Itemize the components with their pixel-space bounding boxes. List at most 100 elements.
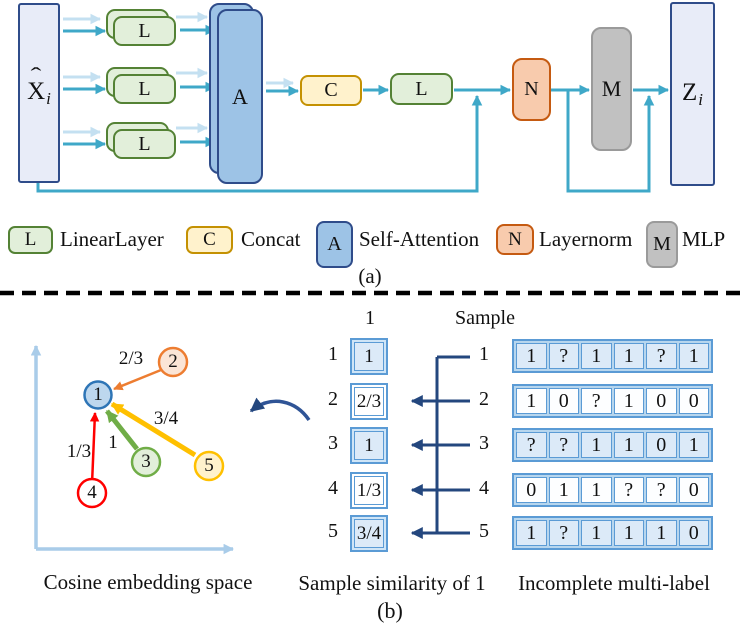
linear-block-1: L — [113, 16, 176, 46]
concat-block: C — [300, 75, 362, 106]
similarity-value: 3/4 — [354, 519, 384, 548]
sample-label-5: 5 — [479, 520, 489, 542]
layernorm-label: N — [524, 78, 539, 100]
node-4-label: 4 — [87, 482, 97, 503]
legend-concat-label: Concat — [241, 227, 301, 251]
layernorm-block: N — [512, 58, 551, 121]
matrix-cell: 1 — [646, 520, 677, 546]
linear-label: L — [138, 19, 151, 42]
matrix-cell: 1 — [516, 520, 547, 546]
matrix-cell: 1 — [613, 432, 644, 458]
similarity-box-4: 1/3 — [350, 472, 388, 509]
matrix-row-1: 1 ? 1 1 ? 1 — [512, 339, 713, 373]
matrix-cell: 1 — [581, 343, 612, 369]
node-2-label: 2 — [168, 351, 178, 372]
matrix-cell: 0 — [678, 477, 709, 503]
matrix-cell: 1 — [516, 343, 547, 369]
legend-concat-symbol: C — [203, 229, 216, 250]
output-label: Zi — [682, 79, 703, 110]
linear-block-3: L — [113, 129, 176, 159]
similarity-value: 1 — [354, 431, 384, 460]
similarity-box-2: 2/3 — [350, 383, 388, 420]
matrix-cell: ? — [548, 432, 579, 458]
similarity-value: 1/3 — [354, 476, 384, 505]
legend-layernorm-box: N — [496, 224, 534, 255]
sim-row-label: 2 — [328, 388, 338, 410]
matrix-cell: 1 — [581, 432, 612, 458]
matrix-cell: 0 — [678, 388, 709, 414]
linear-label: L — [138, 132, 151, 155]
curved-arrow — [249, 397, 311, 422]
linear-block-2: L — [113, 74, 176, 104]
sample-label-1: 1 — [479, 343, 489, 365]
similarity-value: 2/3 — [354, 387, 384, 416]
linear-block-4: L — [390, 73, 453, 105]
linear-label: L — [415, 77, 428, 100]
node-4-circle — [76, 477, 108, 509]
legend-mlp-box: M — [646, 221, 678, 268]
matrix-caption: Incomplete multi-label — [518, 571, 710, 595]
sample-header: Sample — [455, 307, 515, 329]
legend-linear-symbol: L — [24, 229, 37, 250]
mlp-label: M — [601, 76, 622, 101]
node-2-circle — [157, 346, 189, 378]
matrix-row-3: ? ? 1 1 0 1 — [512, 428, 713, 462]
skip-connection-1 — [36, 94, 483, 193]
edge-label-1-3: 1/3 — [66, 441, 92, 462]
matrix-cell: 1 — [516, 388, 547, 414]
node-5-label: 5 — [204, 455, 214, 476]
similarity-value: 1 — [354, 342, 384, 371]
input-subscript: i — [46, 88, 51, 108]
matrix-cell: 0 — [548, 388, 579, 414]
matrix-cell: 1 — [548, 477, 579, 503]
part-b-caption: (b) — [377, 598, 403, 623]
legend-layernorm-symbol: N — [508, 228, 522, 250]
matrix-row-4: 0 1 1 ? ? 0 — [512, 473, 713, 507]
sim-row-label: 4 — [328, 477, 338, 499]
matrix-cell: ? — [581, 388, 612, 414]
matrix-cell: 0 — [646, 432, 677, 458]
output-base: Z — [681, 78, 698, 106]
sim-row-label: 5 — [328, 520, 338, 542]
node-5-circle — [193, 450, 225, 482]
skip-connection-2 — [566, 91, 655, 193]
part-a-caption: (a) — [358, 264, 382, 288]
hat-accent: ˆ — [30, 63, 42, 88]
matrix-cell: 0 — [646, 388, 677, 414]
edge-label-1: 1 — [108, 432, 118, 453]
matrix-cell: ? — [646, 343, 677, 369]
legend-mlp-label: MLP — [682, 227, 726, 251]
node-3-label: 3 — [141, 451, 151, 472]
attention-block: A — [217, 9, 263, 184]
matrix-cell: 1 — [613, 343, 644, 369]
node-3-circle — [130, 446, 162, 478]
matrix-cell: 0 — [516, 477, 547, 503]
legend-linear-box: L — [8, 226, 53, 254]
input-base: X — [27, 77, 46, 105]
legend-attention-label: Self-Attention — [359, 227, 480, 251]
edge-label-2-3: 2/3 — [118, 348, 144, 369]
attention-label: A — [232, 83, 248, 109]
similarity-box-1: 1 — [350, 338, 388, 375]
matrix-cell: 1 — [581, 477, 612, 503]
arrow-node5-to-node1 — [110, 401, 197, 458]
matrix-row-2: 1 0 ? 1 0 0 — [512, 384, 713, 418]
legend-layernorm-label: Layernorm — [539, 227, 633, 251]
arrow-node4-to-node1 — [89, 412, 100, 485]
output-subscript: i — [698, 89, 703, 109]
similarity-caption: Sample similarity of 1 — [298, 571, 486, 595]
matrix-cell: ? — [646, 477, 677, 503]
sample-label-3: 3 — [479, 432, 489, 454]
edge-label-3-4: 3/4 — [153, 408, 179, 429]
similarity-box-5: 3/4 — [350, 515, 388, 552]
arrow-node2-to-node1 — [113, 368, 162, 391]
output-block: Zi — [670, 2, 715, 186]
matrix-cell: 1 — [678, 343, 709, 369]
matrix-cell: 0 — [678, 520, 709, 546]
similarity-col-header: 1 — [365, 307, 375, 329]
matrix-cell: 1 — [678, 432, 709, 458]
